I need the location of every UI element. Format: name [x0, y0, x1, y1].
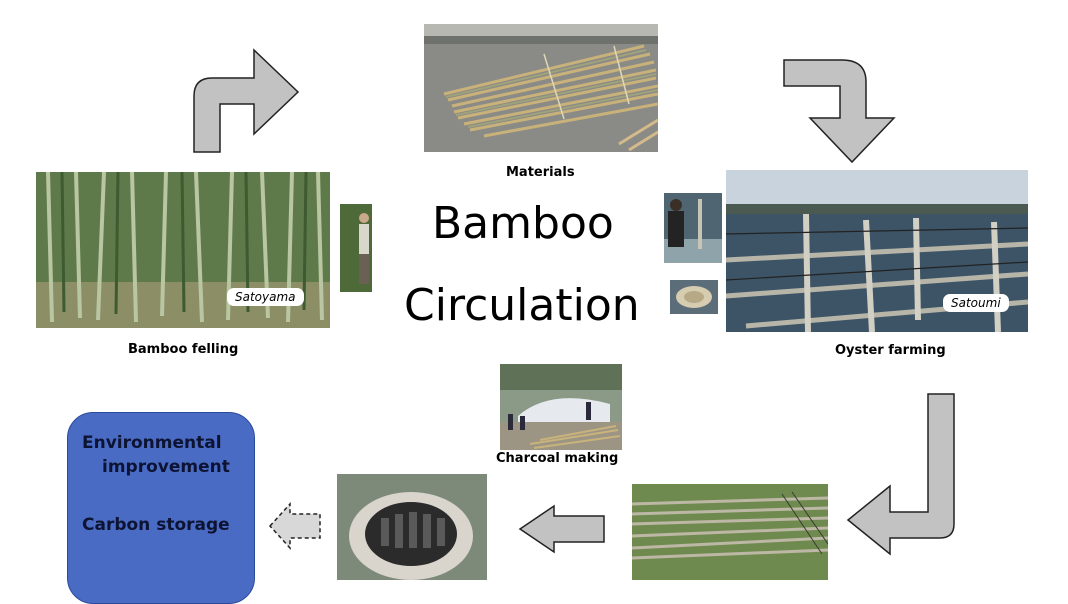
arrow-materials-to-oyster [783, 59, 896, 164]
benefit-environmental: Environmental [82, 433, 222, 453]
tag-satoyama: Satoyama [227, 288, 304, 306]
benefit-improvement: improvement [102, 457, 230, 477]
oyster-worker-photo [664, 193, 722, 263]
arrow-kiln-to-benefits [268, 502, 321, 550]
arrow-felling-to-materials [193, 48, 300, 153]
title-line-2: Circulation [404, 280, 640, 331]
arrow-oyster-to-used [846, 393, 955, 556]
tag-satoumi: Satoumi [943, 294, 1009, 312]
kiln-photo [337, 474, 487, 580]
caption-oyster-farming: Oyster farming [835, 343, 946, 358]
woodcutter-photo [340, 204, 372, 292]
benefit-carbon-storage: Carbon storage [82, 515, 230, 535]
oyster-shell-photo [670, 280, 718, 314]
oyster-farm-photo [726, 170, 1028, 332]
used-bamboo-photo [632, 484, 828, 580]
caption-charcoal-making: Charcoal making [496, 451, 619, 466]
caption-materials: Materials [506, 165, 575, 180]
arrow-used-to-kiln [518, 504, 605, 554]
charcoal-site-photo [500, 364, 622, 450]
caption-bamboo-felling: Bamboo felling [128, 342, 239, 357]
benefits-box: Environmental improvement Carbon storage [67, 412, 255, 604]
title-line-1: Bamboo [432, 198, 614, 249]
materials-photo [424, 24, 658, 152]
